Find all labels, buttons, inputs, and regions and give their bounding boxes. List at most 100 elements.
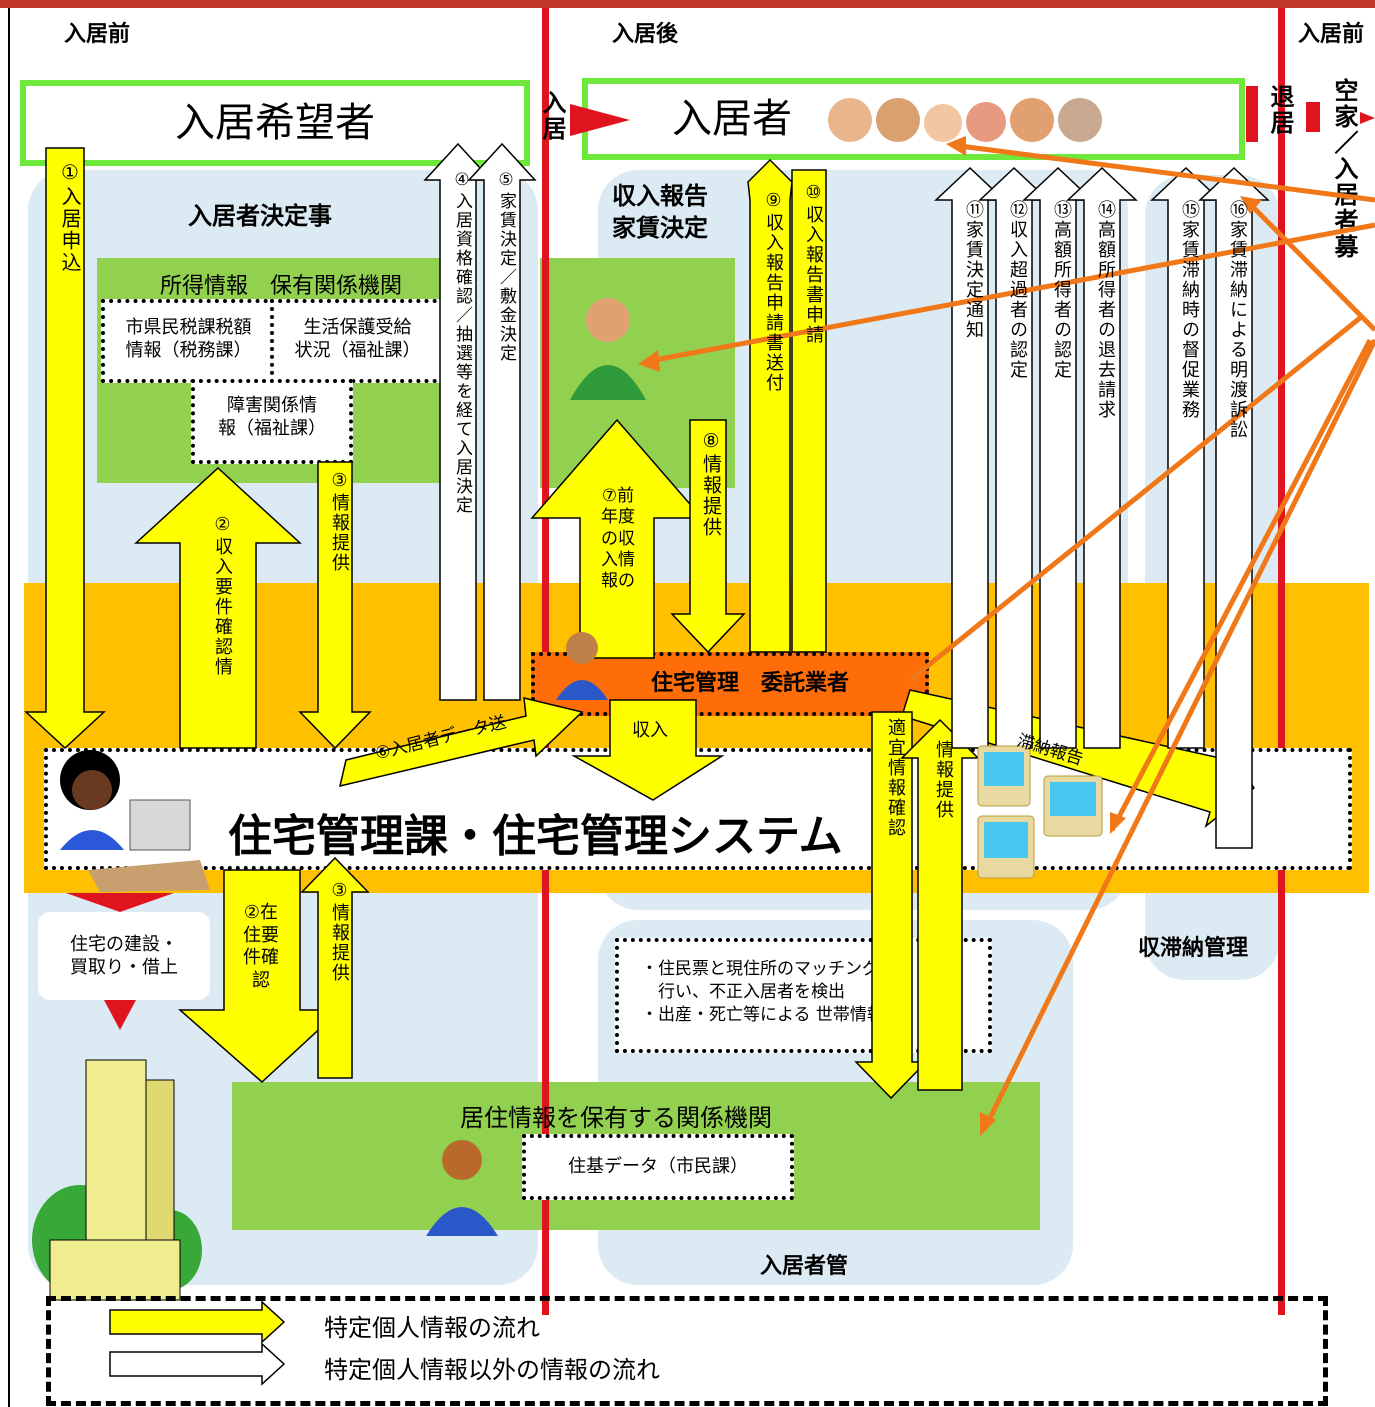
arrow-7-up [530,418,704,659]
legend-white-arrow [109,1342,286,1386]
note-line-1: ・住民票と現住所のマッチングを [641,959,896,979]
arrow-13 [1022,166,1094,749]
mother-icon [1010,98,1054,142]
move-in-arrow [570,104,630,136]
legend-yellow-arrow [109,1300,286,1344]
arrow-income [571,699,725,801]
resident-mgmt-label: 入居者管 [760,1254,849,1279]
orange-line-6 [1244,198,1375,332]
arrow-6 [338,697,584,788]
legend-personal-label: 特定個人情報の流れ [324,1314,540,1342]
vacancy-bar [1306,102,1320,132]
agency-person-icon [426,1140,498,1236]
arrow-1-label: ①入居申込 [58,160,82,274]
income-agency-label: 所得情報 保有関係機関 [160,274,403,299]
move-out-bar [1246,86,1258,142]
arrow-8-label: ⑧情報提供 [700,430,722,538]
phase-before-2: 入居前 [1298,22,1365,47]
orange-line-5 [981,338,1375,1132]
orange-head-1 [946,136,966,156]
arrow-12 [978,166,1050,749]
arrow-check-down [854,711,928,1100]
resident-box: 入居者 [582,78,1245,160]
arrow-2-down [178,869,342,1084]
arrow-15-label: ⑮家賃滞納時の督促業務 [1179,200,1200,420]
phase-before: 入居前 [64,22,131,47]
residence-agency-label: 居住情報を保有する関係機関 [460,1104,772,1132]
income-label: 収入 [632,720,668,741]
arrow-10-up [791,169,827,653]
income-area-label: 収入報告 家賃決定 [612,182,708,243]
arrow-4-label: ④入居資格確認／抽選等を経て入居決定 [452,170,472,515]
arrow-14 [1066,166,1138,749]
arrow-3-down [298,461,372,750]
contractor-person-icon [556,632,608,700]
legend-box [46,1296,1328,1406]
arrow-2-up-label: ②収入要件確認情 [212,514,233,677]
grandpa-icon [828,98,872,142]
arrow-3-up [300,856,370,1079]
arrow-12-label: ⑫収入超過者の認定 [1007,200,1028,380]
applicant-box: 入居希望者 [20,80,530,166]
orange-line-4 [1109,338,1373,832]
arrow-11 [934,166,1006,749]
contractor-box: 住宅管理 委託業者 [531,652,929,716]
phase-after: 入居後 [612,22,679,47]
note-line-3: ・出産・死亡等による 世帯情報の [641,1004,901,1025]
move-out-label: 退居 [1266,84,1294,136]
arrow-5-label: ⑤家賃決定／敷金決定 [496,170,516,363]
arrow-8-down [670,419,746,654]
decision-area-label: 入居者決定事 [188,202,332,230]
father-icon [876,98,920,142]
arrow-4 [423,142,493,701]
info-check-label: 適宜情報確認 [885,718,906,838]
operator-person-icon [60,750,210,892]
arrow-11-label: ⑪家賃決定通知 [963,200,984,340]
orange-head-5 [980,1112,996,1136]
orange-line-1 [951,142,1375,203]
grandma-icon [1058,98,1102,142]
build-arrow-bottom [104,1000,136,1030]
arrow-2-up [134,466,302,749]
system-label: 住宅管理課・住宅管理システム [228,811,843,862]
note-line-2: 行い、不正入居者を検出 [641,981,845,1002]
family-icons [828,98,1102,142]
arrow-13-label: ⑬高額所得者の認定 [1051,200,1072,380]
tax-info-box: 市県民税課税額 情報（税務課） [101,299,276,383]
divider-line-2 [1278,8,1285,1315]
arrow-5 [467,142,537,701]
orange-head-6 [1240,196,1262,214]
arrow-7-label: ⑦前年度の収入情報の [601,486,635,591]
girl-icon [966,102,1006,142]
arrow-9-label: ⑨収入報告申請書送付 [763,190,784,393]
welfare-info-box: 生活保護受給 状況（福祉課） [270,299,445,383]
orange-head-2 [638,350,660,372]
build-box: 住宅の建設・ 買取り・借上 [38,912,210,1000]
top-bar [0,0,1375,8]
arrow-10-label: ⑩収入報告書申請 [803,182,824,345]
orange-line-3 [908,316,1362,682]
arrow-9-down [747,158,793,653]
clerk-person-icon [570,298,646,400]
orange-head-4 [1110,812,1126,834]
applicant-label: 入居希望者 [175,100,375,146]
baby-icon [924,104,962,142]
arrow-3-down-label: ③情報提供 [329,470,350,573]
info-provide-label: 情報提供 [933,740,954,820]
arrow-1 [24,147,106,750]
arrow-16-label: ⑯家賃滞納による明渡訴訟 [1227,200,1248,440]
arrow-2-down-label: ②在住要件確認 [243,902,279,991]
jyuki-data-box: 住基データ（市民課） [522,1134,794,1200]
frame [8,8,1375,1407]
orange-line-2 [643,222,1375,365]
arrears-mgmt-label: 収滞納管理 [1138,936,1249,961]
building-icon [32,1059,202,1301]
arrow-3-up-label: ③情報提供 [329,880,350,983]
build-arrow-top [66,893,174,912]
move-in-label: 入居 [538,90,566,142]
vacancy-arrow [1360,112,1375,124]
arrow-14-label: ⑭高額所得者の退去請求 [1095,200,1116,420]
computer-icons [977,745,1103,879]
disability-info-box: 障害関係情 報（福祉課） [191,379,353,464]
